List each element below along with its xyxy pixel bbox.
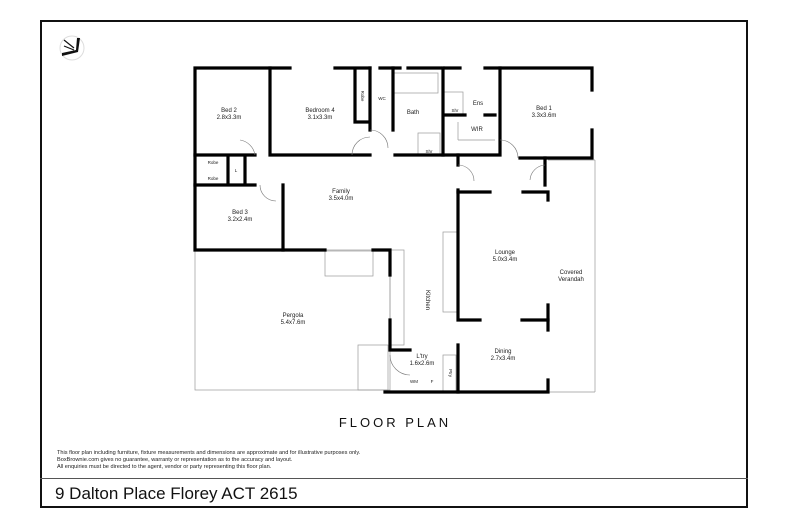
room-wir-name: WIR [471,127,483,133]
room-bedroom4-name: Bedroom 4 [305,108,335,114]
room-labels: Bed 2 2.8x3.3m Bedroom 4 3.1x3.3m WC Bat… [217,96,584,367]
room-wc-name: WC [378,96,386,101]
north-compass-icon [59,35,85,61]
room-verandah-name: Covered [560,270,583,276]
linen-label: L [235,168,238,173]
fridge-label: F [431,379,434,384]
room-bedroom4-size: 3.1x3.3m [308,115,333,121]
room-bed3-name: Bed 3 [232,210,248,216]
shower-label: Shr [425,149,433,154]
disclaimer-line: BoxBrownie.com gives no guarantee, warra… [57,457,293,463]
room-family-size: 3.5x4.0m [329,196,354,202]
room-bed1-size: 3.3x3.6m [532,113,557,119]
disclaimer-line: All enquiries must be directed to the ag… [57,464,272,470]
room-verandah-name2: Verandah [558,277,584,283]
room-lounge-name: Lounge [495,250,516,256]
robe-label: Robe [360,91,365,102]
walls [193,66,594,394]
disclaimer-line: This floor plan including furniture, fix… [57,450,361,456]
property-address: 9 Dalton Place Florey ACT 2615 [55,484,298,503]
page-title: FLOOR PLAN [338,415,452,430]
room-bed2-size: 2.8x3.3m [217,115,242,121]
room-dining-size: 2.7x3.4m [491,356,516,362]
room-bath-name: Bath [407,110,419,116]
thin-outlines [194,72,596,393]
doors [239,129,546,376]
room-bed2-name: Bed 2 [221,108,237,114]
room-lounge-size: 5.0x3.4m [493,257,518,263]
room-laundry-name: L'try [416,354,427,360]
shower-label: Shr [451,108,459,113]
room-dining-name: Dining [494,349,511,355]
footer-divider [40,478,748,479]
fixture-labels: Robe Robe Robe L Shr Shr WM F Ptry [208,91,459,384]
robe-label: Robe [208,176,219,181]
disclaimer: This floor plan including furniture, fix… [57,450,360,471]
room-bed1-name: Bed 1 [536,106,552,112]
room-family-name: Family [332,189,350,195]
room-laundry-size: 1.6x2.6m [410,361,435,367]
robe-label: Robe [208,160,219,165]
room-pergola-size: 5.4x7.6m [281,320,306,326]
room-bed3-size: 3.2x2.4m [228,217,253,223]
room-kitchen-name: Kitchen [424,290,430,310]
pantry-label: Ptry [448,369,453,378]
page-frame [40,20,748,508]
room-ens-name: Ens [473,101,483,107]
room-pergola-name: Pergola [283,313,304,319]
washing-machine-label: WM [410,379,418,384]
